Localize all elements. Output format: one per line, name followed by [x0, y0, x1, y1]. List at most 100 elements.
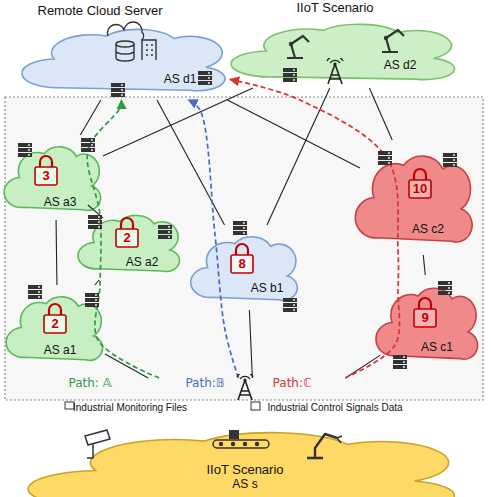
- heading: Remote Cloud Server: [38, 4, 163, 19]
- server-icon: [393, 355, 407, 369]
- drawing-part: [414, 169, 426, 180]
- as-cloud: 2 AS a2: [82, 205, 182, 280]
- network-link: [227, 100, 360, 168]
- network-link: [346, 355, 380, 378]
- cloud-outline: [231, 24, 455, 79]
- drawing-part: [251, 402, 260, 410]
- as-cloud: 9 AS c1: [380, 275, 480, 370]
- lock-number: 10: [413, 182, 427, 197]
- path-label: Path:𝔹: [183, 376, 226, 390]
- network-region: [5, 97, 483, 400]
- network-link: [80, 100, 100, 135]
- network-link: [369, 88, 392, 140]
- lock-number: 9: [421, 311, 428, 326]
- network-link: [103, 88, 253, 156]
- drawing-part: [121, 218, 133, 229]
- routing-path: [188, 100, 238, 378]
- network-link: [267, 88, 330, 225]
- server-icon: [443, 153, 457, 167]
- path-label: Path: 𝔸: [66, 376, 113, 390]
- as-label: AS a2: [126, 256, 159, 270]
- drawing-part: [49, 304, 61, 315]
- drawing-part: [243, 442, 247, 446]
- server-icon: [233, 221, 247, 235]
- cloud-outline: [191, 237, 298, 301]
- server-icon: [378, 151, 392, 165]
- drawing-part: [116, 41, 134, 47]
- cloud-shape: [195, 225, 300, 310]
- drawing-part: [116, 229, 138, 247]
- server-icon: [283, 68, 297, 82]
- lock-number: 2: [123, 231, 130, 246]
- scene-icon: [287, 30, 404, 58]
- drawing-part: [213, 440, 269, 448]
- as-label: AS c2: [412, 223, 444, 237]
- cloud-outline: [6, 297, 102, 361]
- cloud-shape: [360, 140, 475, 255]
- drawing-part: [409, 180, 431, 198]
- server-icon: [81, 138, 95, 152]
- drawing-part: [35, 167, 57, 185]
- cloud-shape: [380, 275, 480, 370]
- server-icon: [198, 71, 212, 85]
- network-link: [95, 280, 99, 285]
- drawing-part: [231, 255, 253, 273]
- drawing-part: [142, 40, 156, 60]
- cloud-outline: [4, 147, 100, 211]
- drawing-part: [107, 22, 143, 40]
- network-link: [56, 220, 58, 285]
- drawing-part: [414, 309, 436, 327]
- drawing-part: [65, 402, 74, 409]
- lock-icon: [116, 218, 138, 247]
- drawing-part: [382, 30, 404, 52]
- path-label: Path:ℂ: [271, 376, 314, 390]
- server-icon: [438, 281, 452, 295]
- lock-icon: [414, 298, 436, 327]
- network-link: [423, 255, 425, 275]
- server-icon: [111, 83, 125, 97]
- drawing-part: [40, 156, 52, 167]
- lock-icon: [409, 169, 431, 198]
- cloud-outline: [376, 288, 478, 359]
- data-label: Industrial Control Signals Data: [267, 402, 402, 414]
- server-icon: [28, 285, 42, 299]
- as-label: AS a1: [44, 344, 77, 358]
- scene-icon: [107, 22, 156, 61]
- drawing-part: [229, 430, 239, 439]
- as-cloud: 2 AS a1: [10, 285, 105, 370]
- drawing-part: [231, 442, 235, 446]
- as-label: AS c1: [421, 341, 453, 355]
- as-cloud: Remote Cloud ServerAS d1: [30, 0, 230, 100]
- as-label: AS s: [232, 478, 257, 492]
- antenna-tower: [237, 372, 253, 400]
- as-cloud: 8AS b1: [195, 225, 300, 310]
- drawing-part: [219, 442, 223, 446]
- drawing-part: [384, 36, 388, 40]
- drawing-part: [85, 430, 110, 458]
- data-label: Industrial Monitoring Files: [73, 402, 187, 414]
- lock-icon: [44, 304, 66, 333]
- server-icon: [88, 215, 102, 229]
- drawing-part: [236, 244, 248, 255]
- heading: IIoT Scenario: [206, 463, 283, 478]
- drawing-part: [287, 36, 309, 58]
- server-icon: [283, 298, 297, 312]
- as-label: AS b1: [251, 282, 284, 296]
- drawing-part: [337, 436, 342, 443]
- as-cloud: 10 AS c2: [360, 140, 475, 255]
- server-icon: [158, 225, 172, 239]
- heading: IIoT Scenario: [296, 1, 373, 16]
- network-link: [105, 354, 148, 378]
- as-cloud: 3AS a3: [8, 135, 103, 220]
- drawing-part: [255, 442, 259, 446]
- drawing-part: [116, 44, 134, 61]
- network-link: [157, 100, 225, 225]
- drawing-part: [44, 315, 66, 333]
- drawing-part: [307, 434, 337, 458]
- cloud-outline: [22, 29, 225, 90]
- lock-number: 2: [51, 317, 58, 332]
- cloud-outline: [78, 215, 179, 271]
